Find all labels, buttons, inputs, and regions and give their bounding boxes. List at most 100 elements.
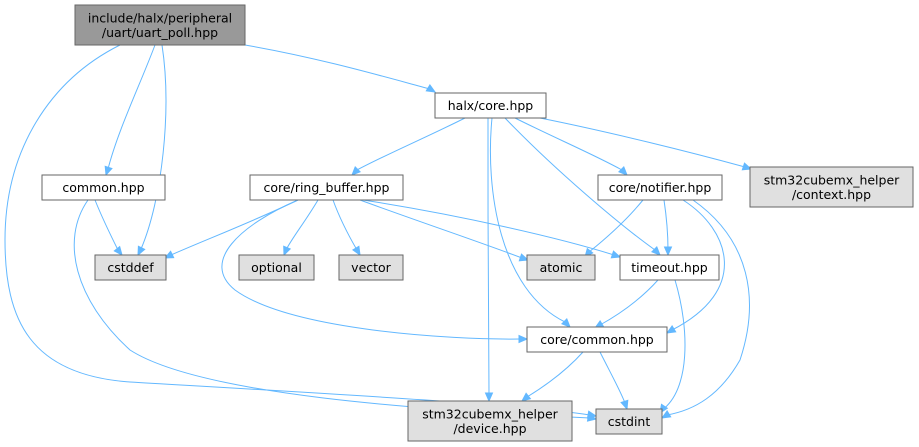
edge-core_common-to-device: [521, 351, 584, 402]
edge-ring_buffer-to-optional: [283, 199, 319, 257]
node-context: stm32cubemx_helper/context.hpp: [749, 166, 914, 208]
edge-line: [221, 199, 522, 340]
node-label-line: timeout.hpp: [631, 260, 708, 275]
node-box: [526, 254, 596, 281]
node-label-line: optional: [251, 260, 302, 275]
nodes-layer: include/halx/peripheral/uart/uart_poll.h…: [41, 4, 914, 442]
edge-arrowhead: [518, 253, 530, 262]
node-common[interactable]: common.hpp: [41, 174, 166, 201]
edge-ring_buffer-to-cstddef: [163, 199, 299, 259]
edge-notifier-to-atomic: [584, 199, 644, 258]
node-box: [238, 254, 315, 281]
node-box: [407, 400, 573, 442]
edge-line: [285, 199, 319, 251]
edge-halx_core-to-notifier: [514, 117, 628, 176]
edge-line: [599, 279, 659, 326]
node-cstddef: cstddef: [94, 254, 167, 281]
node-optional: optional: [238, 254, 315, 281]
node-label-line: common.hpp: [62, 180, 144, 195]
node-box: [597, 174, 723, 201]
node-box: [619, 254, 720, 281]
edge-arrowhead: [351, 166, 361, 176]
edge-common-to-cstdint: [73, 199, 598, 422]
edge-arrowhead: [137, 245, 146, 257]
edge-arrowhead: [660, 409, 672, 419]
node-notifier[interactable]: core/notifier.hpp: [597, 174, 723, 201]
edge-uart_poll-to-common: [104, 44, 156, 177]
node-label-line: stm32cubemx_helper: [422, 406, 558, 421]
node-vector: vector: [338, 254, 404, 281]
edge-line: [332, 199, 358, 251]
node-label-line: atomic: [540, 260, 583, 275]
edge-notifier-to-core_common: [665, 199, 725, 334]
edge-line: [73, 199, 591, 419]
node-ring-buffer[interactable]: core/ring_buffer.hpp: [249, 174, 404, 201]
edge-arrowhead: [586, 413, 598, 422]
edge-line: [140, 44, 167, 250]
node-box: [41, 174, 166, 201]
edge-line: [356, 117, 466, 171]
edge-line: [588, 199, 644, 253]
edge-ring_buffer-to-timeout: [362, 199, 622, 259]
edge-ring_buffer-to-core_common: [221, 199, 529, 344]
edge-arrowhead: [618, 166, 628, 176]
edge-halx_core-to-device: [484, 117, 494, 403]
edge-arrowhead: [104, 165, 113, 177]
node-box: [434, 92, 547, 119]
node-atomic: atomic: [526, 254, 596, 281]
edge-arrowhead: [620, 399, 629, 411]
node-box: [749, 166, 914, 208]
edge-line: [599, 351, 626, 404]
edge-halx_core-to-ring_buffer: [351, 117, 466, 176]
edge-halx_core-to-timeout: [504, 117, 661, 256]
edge-line: [663, 199, 669, 251]
node-box: [526, 326, 668, 353]
edge-arrowhead: [665, 324, 677, 334]
edge-line: [170, 199, 299, 256]
edge-arrowhead: [283, 245, 292, 257]
node-device: stm32cubemx_helper/device.hpp: [407, 400, 573, 442]
node-label-line: core/ring_buffer.hpp: [264, 180, 390, 195]
node-label-line: stm32cubemx_helper: [764, 172, 900, 187]
edge-ring_buffer-to-atomic: [359, 199, 530, 262]
edge-arrowhead: [651, 246, 661, 256]
node-timeout[interactable]: timeout.hpp: [619, 254, 720, 281]
edge-arrowhead: [521, 392, 532, 402]
node-label-line: core/notifier.hpp: [609, 180, 712, 195]
edge-line: [661, 279, 686, 411]
node-label-line: cstddef: [107, 260, 154, 275]
node-box: [249, 174, 404, 201]
node-halx-core[interactable]: halx/core.hpp: [434, 92, 547, 119]
edge-timeout-to-core_common: [593, 279, 659, 329]
edge-arrowhead: [663, 246, 673, 257]
edge-line: [244, 44, 431, 90]
edge-arrowhead: [163, 250, 175, 259]
node-box: [74, 4, 246, 46]
node-box: [338, 254, 404, 281]
edge-line: [94, 199, 119, 251]
edge-arrowhead: [351, 245, 361, 257]
edge-ring_buffer-to-vector: [332, 199, 361, 257]
node-label-line: halx/core.hpp: [448, 98, 534, 113]
edge-arrowhead: [518, 334, 529, 344]
node-core-common[interactable]: core/common.hpp: [526, 326, 668, 353]
edge-uart_poll-to-halx_core: [244, 44, 437, 93]
edge-line: [107, 44, 156, 170]
edge-line: [666, 199, 750, 416]
node-label-line: /device.hpp: [453, 421, 526, 436]
edge-arrowhead: [484, 392, 494, 403]
node-cstdint: cstdint: [595, 408, 663, 435]
edge-line: [671, 199, 725, 331]
edge-line: [489, 117, 566, 323]
edge-line: [514, 117, 623, 171]
node-uart-poll: include/halx/peripheral/uart/uart_poll.h…: [74, 4, 246, 46]
edges-layer: [4, 44, 753, 422]
edge-line: [359, 199, 523, 259]
edge-line: [526, 351, 584, 398]
node-label-line: vector: [351, 260, 392, 275]
node-label-line: /uart/uart_poll.hpp: [102, 25, 218, 40]
node-box: [94, 254, 167, 281]
edge-arrowhead: [113, 245, 123, 256]
edge-line: [539, 117, 746, 168]
